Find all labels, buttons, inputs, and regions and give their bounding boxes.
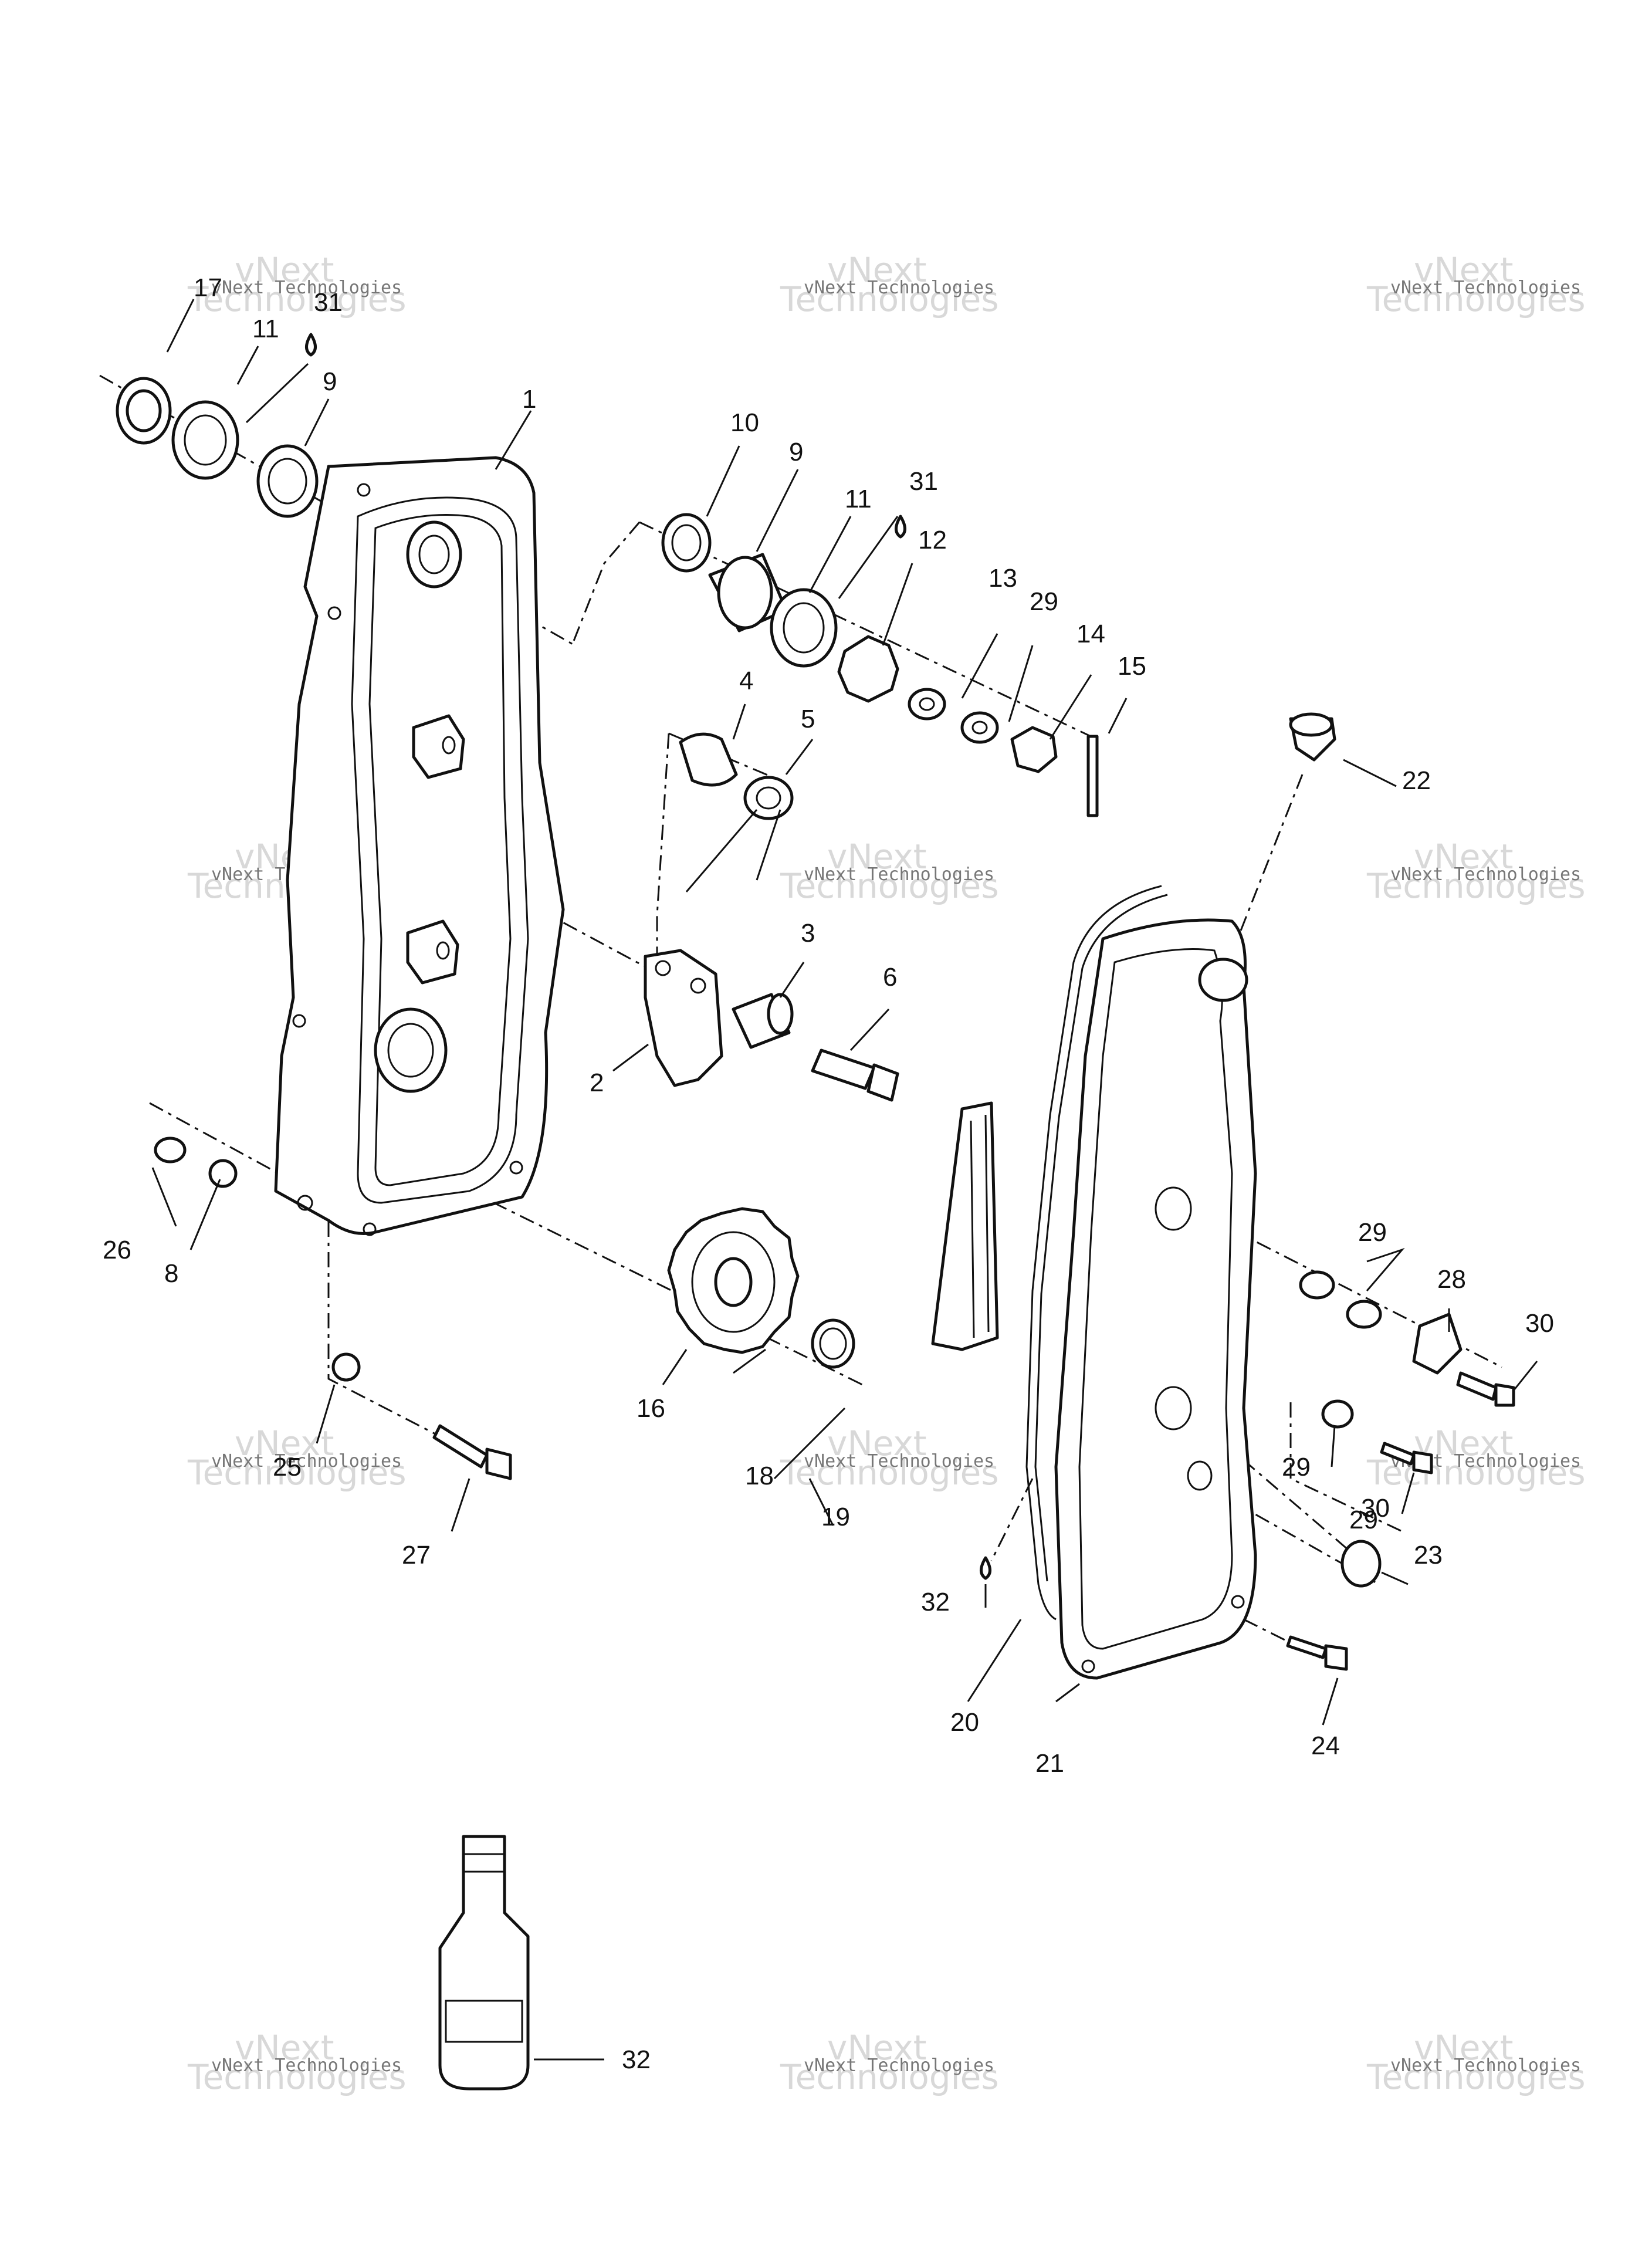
callout-4: 4 <box>739 667 753 695</box>
oil-drop-icon <box>305 333 317 357</box>
callout-29-a: 29 <box>1358 1218 1387 1247</box>
watermark: Technologies <box>1366 2057 1586 2097</box>
lower-sprocket <box>667 1207 855 1369</box>
watermark: vNext Technologies <box>804 864 994 885</box>
callout-22: 23 <box>1414 1541 1443 1570</box>
callout-14: 14 <box>1076 620 1105 648</box>
cover-hardware <box>154 712 1515 1671</box>
callout-26: 27 <box>402 1541 431 1570</box>
watermark: vNext <box>1414 250 1513 290</box>
callout-9-a: 9 <box>323 367 337 396</box>
watermark: Technologies <box>1366 866 1586 906</box>
callout-8: 8 <box>164 1259 178 1288</box>
callout-24: 25 <box>273 1453 302 1482</box>
callout-21: 22 <box>1402 766 1431 795</box>
tensioner-assembly <box>644 732 899 1102</box>
callout-29-c: 29 <box>1349 1506 1378 1534</box>
watermark: vNext Technologies <box>804 1451 994 1472</box>
callout-1: 1 <box>522 385 536 414</box>
callout-labels: 17 11 31 9 1 10 9 31 11 12 13 29 14 15 4… <box>103 273 1554 2074</box>
watermark: vNext Technologies <box>804 2055 994 2076</box>
callout-13: 13 <box>989 564 1017 593</box>
watermark: Technologies <box>1366 279 1586 319</box>
watermark: vNext <box>827 2028 926 2068</box>
callout-29-b: 29 <box>1282 1453 1311 1482</box>
callout-17: 18 <box>745 1462 774 1490</box>
callout-32-b: 32 <box>622 2045 651 2074</box>
callout-28: 29 <box>1030 587 1058 616</box>
callout-30-a: 30 <box>1525 1309 1554 1338</box>
watermark: vNext Technologies <box>804 278 994 298</box>
oil-drop-icon <box>980 1556 991 1580</box>
cover-gasket <box>1025 885 1168 1621</box>
callout-11-a: 11 <box>252 314 279 343</box>
callout-11-b: 11 <box>845 485 872 513</box>
watermark: vNext Technologies <box>1390 278 1581 298</box>
watermark: vNext <box>1414 837 1513 877</box>
chaincase-cover <box>1054 918 1257 1680</box>
watermark: Technologies <box>780 2057 999 2097</box>
callout-18: 19 <box>821 1503 850 1531</box>
callout-2: 2 <box>590 1068 604 1097</box>
watermark: Technologies <box>187 1453 407 1493</box>
watermarks: Technologies vNext vNext Technologies Te… <box>187 250 1586 2097</box>
callout-23: 24 <box>1311 1731 1340 1760</box>
callout-3: 3 <box>801 919 815 948</box>
oil-bottle-icon <box>438 1835 530 2091</box>
callout-25: 26 <box>103 1236 131 1264</box>
watermark: vNext Technologies <box>211 1451 402 1472</box>
callout-30-b: 30 <box>1361 1494 1390 1523</box>
watermark: vNext <box>235 2028 334 2068</box>
watermark: vNext Technologies <box>1390 2055 1581 2076</box>
watermark: vNext <box>827 837 926 877</box>
callout-15: 15 <box>1118 652 1146 681</box>
watermark: vNext Technologies <box>211 278 402 298</box>
watermark: Technologies <box>780 279 999 319</box>
callout-9-b: 9 <box>789 438 803 466</box>
watermark: vNext <box>827 1423 926 1463</box>
upper-shaft-stack <box>661 513 1099 817</box>
drive-chain <box>931 1101 999 1351</box>
callout-16: 16 <box>637 1394 665 1423</box>
oil-drop-icon <box>895 515 906 539</box>
watermark: vNext <box>235 250 334 290</box>
watermark: vNext <box>1414 2028 1513 2068</box>
watermark: vNext <box>827 250 926 290</box>
upper-seal-and-bearing <box>116 377 319 518</box>
chaincase-housing <box>274 456 565 1236</box>
callout-12: 12 <box>918 526 947 554</box>
callout-7: 17 <box>194 273 222 302</box>
watermark: vNext Technologies <box>211 2055 402 2076</box>
callout-31-b: 31 <box>909 467 938 496</box>
callout-5: 5 <box>801 705 815 733</box>
callout-20: 21 <box>1035 1749 1064 1778</box>
watermark: Technologies <box>187 279 407 319</box>
watermark: Technologies <box>780 1453 999 1493</box>
callout-27: 28 <box>1437 1265 1466 1294</box>
callout-19: 20 <box>950 1708 979 1737</box>
callout-32-a: 32 <box>921 1588 950 1616</box>
watermark: Technologies <box>187 2057 407 2097</box>
callout-10: 10 <box>730 408 759 437</box>
leader-lines <box>151 299 1538 2061</box>
watermark: Technologies <box>780 866 999 906</box>
watermark: vNext Technologies <box>1390 864 1581 885</box>
callout-6: 6 <box>883 963 897 992</box>
callout-31-a: 31 <box>314 288 343 317</box>
